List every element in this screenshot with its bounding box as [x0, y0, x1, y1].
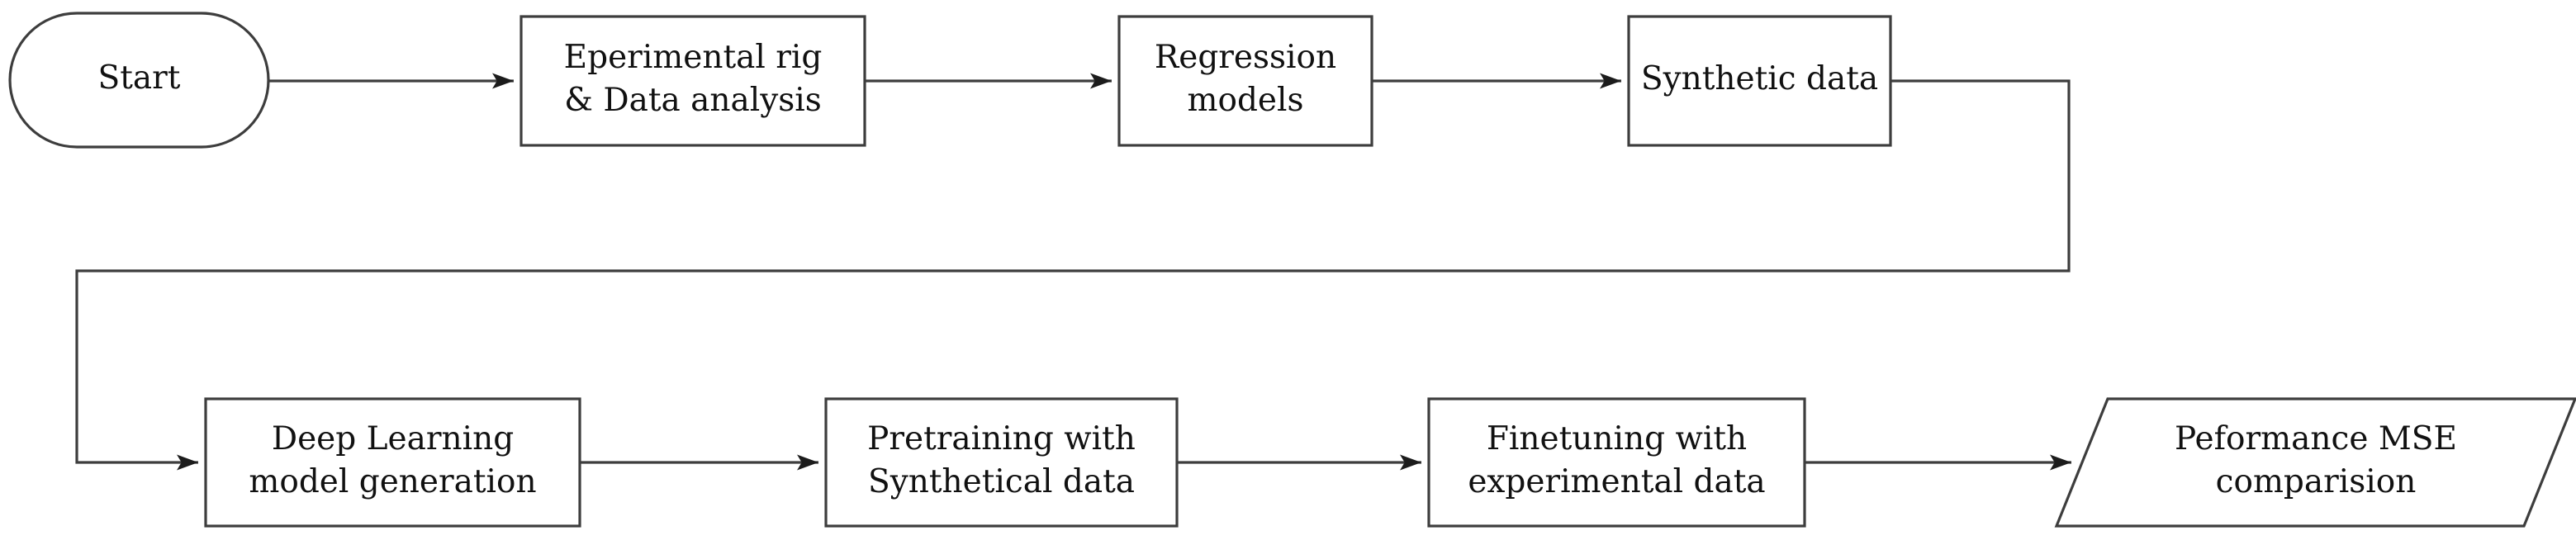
node-synthetic-data[interactable]: Synthetic data — [1627, 15, 1892, 147]
nodes-layer: Start Eperimental rig& Data analysis Regre… — [8, 12, 2576, 528]
edge-synthetic-data-to-deep-learning-model-generation — [75, 79, 2071, 471]
node-label: Eperimental rig& Data analysis — [564, 39, 823, 119]
arrow-head-icon — [2050, 454, 2071, 471]
arrow-head-icon — [1600, 73, 1621, 89]
node-start[interactable]: Start — [8, 12, 270, 149]
edges-layer — [75, 73, 2071, 471]
node-shape-rectangle — [1427, 397, 1806, 528]
arrow-head-icon — [492, 73, 514, 89]
edge-deep-learning-model-generation-to-pretraining-synthetical — [580, 454, 818, 471]
node-shape-rectangle — [204, 397, 581, 528]
node-label: Start — [98, 59, 181, 97]
edge-path — [75, 79, 2071, 464]
node-shape-stadium — [8, 12, 270, 149]
edge-start-to-experimental-rig — [268, 73, 514, 89]
node-shape-parallelogram — [2054, 397, 2576, 528]
edge-finetuning-experimental-to-performance-mse — [1805, 454, 2071, 471]
node-shape-rectangle — [1627, 15, 1892, 147]
node-shape-rectangle — [1117, 15, 1373, 147]
node-experimental-rig[interactable]: Eperimental rig& Data analysis — [519, 15, 866, 147]
arrow-head-icon — [797, 454, 818, 471]
node-shape-rectangle — [519, 15, 866, 147]
edge-regression-models-to-synthetic-data — [1372, 73, 1621, 89]
node-shape-rectangle — [824, 397, 1179, 528]
node-label: Synthetic data — [1641, 60, 1878, 97]
arrow-head-icon — [1400, 454, 1421, 471]
arrow-head-icon — [177, 454, 198, 471]
arrow-head-icon — [1090, 73, 1112, 89]
edge-experimental-rig-to-regression-models — [865, 73, 1112, 89]
edge-pretraining-synthetical-to-finetuning-experimental — [1177, 454, 1421, 471]
